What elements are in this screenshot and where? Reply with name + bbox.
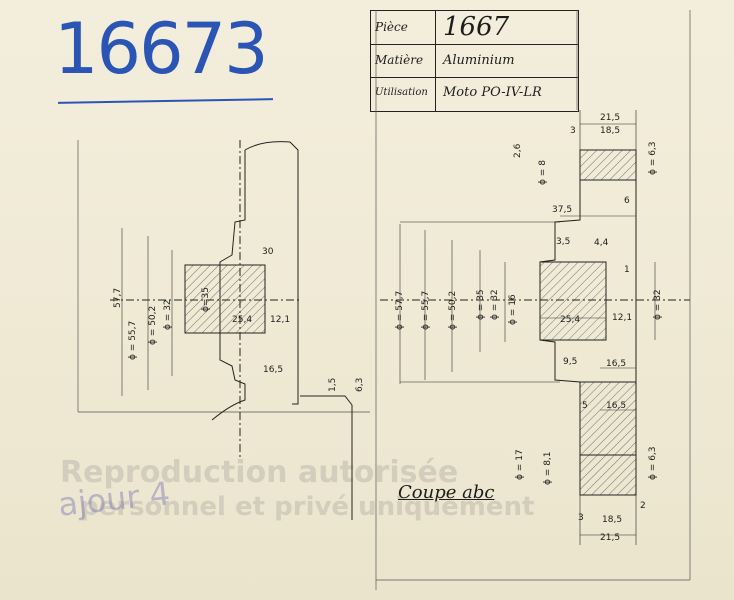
dim-d-6-3b: ϕ = 6,3: [648, 446, 658, 480]
dim-30: 30: [262, 247, 274, 257]
usage-label: Utilisation: [375, 87, 428, 98]
dim-4-4: 4,4: [594, 238, 609, 248]
dim-1: 1: [624, 265, 630, 275]
reference-number: 16673: [54, 8, 269, 90]
dim-21-5-bottom: 21,5: [600, 533, 620, 543]
dim-d-8: ϕ = 8: [538, 160, 548, 185]
dim-16-5b: 16,5: [606, 401, 626, 411]
dim-3-bottom: 3: [578, 513, 584, 523]
dim-16-5-left: 16,5: [263, 365, 283, 375]
material-value: Aluminium: [443, 53, 515, 68]
dim-50-2-left: ϕ = 50,2: [148, 306, 158, 345]
dim-35-left: ϕ=35: [201, 287, 211, 312]
dim-d-8-1: ϕ = 8,1: [543, 451, 553, 485]
dim-5: 5: [582, 401, 588, 411]
watermark-line1: Reproduction autorisée: [60, 455, 459, 490]
material-label: Matière: [375, 53, 424, 67]
dim-d-32-right: ϕ = 32: [653, 289, 663, 320]
dim-d-16: ϕ = 16: [508, 294, 518, 325]
piece-label: Pièce: [375, 20, 408, 34]
dim-12-1-left: 12,1: [270, 315, 290, 325]
piece-value: 1667: [443, 12, 510, 42]
dim-2: 2: [640, 501, 646, 511]
dimension-lines: [121, 215, 656, 411]
title-block: Pièce 1667 Matière Aluminium Utilisation…: [370, 10, 579, 112]
dim-6-3-left: 6,3: [355, 378, 365, 392]
right-view: [380, 110, 690, 545]
dim-6: 6: [624, 196, 630, 206]
title-block-divider: [371, 77, 578, 78]
title-block-separator: [435, 11, 436, 111]
left-view: [110, 140, 353, 520]
dim-37-5: 37,5: [552, 205, 572, 215]
dim-1-5: 1,5: [328, 378, 338, 392]
dim-9-5: 9,5: [563, 357, 577, 367]
dim-16-5a: 16,5: [606, 359, 626, 369]
dim-d-17: ϕ = 17: [515, 449, 525, 480]
dim-55-7-left: ϕ = 55,7: [128, 321, 138, 360]
dim-12-1: 12,1: [612, 313, 632, 323]
dim-3-top: 3: [570, 126, 576, 136]
frame-lines: [77, 10, 691, 590]
dim-25-4: 25,4: [560, 315, 580, 325]
title-block-divider: [371, 44, 578, 45]
dim-d-32: ϕ = 32: [490, 289, 500, 320]
dim-d-6-3a: ϕ = 6,3: [648, 141, 658, 175]
dim-d-55-7: ϕ = 55,7: [421, 291, 431, 330]
dim-32-left: ϕ = 32: [163, 299, 173, 330]
dim-18-5-top: 18,5: [600, 126, 620, 136]
dim-d-57-7: ϕ = 57,7: [395, 291, 405, 330]
dim-18-5-bottom: 18,5: [602, 515, 622, 525]
dim-21-5-top: 21,5: [600, 113, 620, 123]
usage-value: Moto PO-IV-LR: [443, 85, 542, 100]
dim-d-35: ϕ = 35: [476, 289, 486, 320]
dim-2-6: 2,6: [513, 143, 523, 158]
dim-57-7-left: 57,7: [113, 288, 123, 308]
dim-3-5: 3,5: [556, 237, 570, 247]
dim-25-4-left: 25,4: [232, 315, 252, 325]
dim-d-50-2: ϕ = 50,2: [448, 291, 458, 330]
watermark-line2: personnel et privé uniquement: [80, 492, 535, 522]
section-caption: Coupe abc: [398, 482, 495, 503]
